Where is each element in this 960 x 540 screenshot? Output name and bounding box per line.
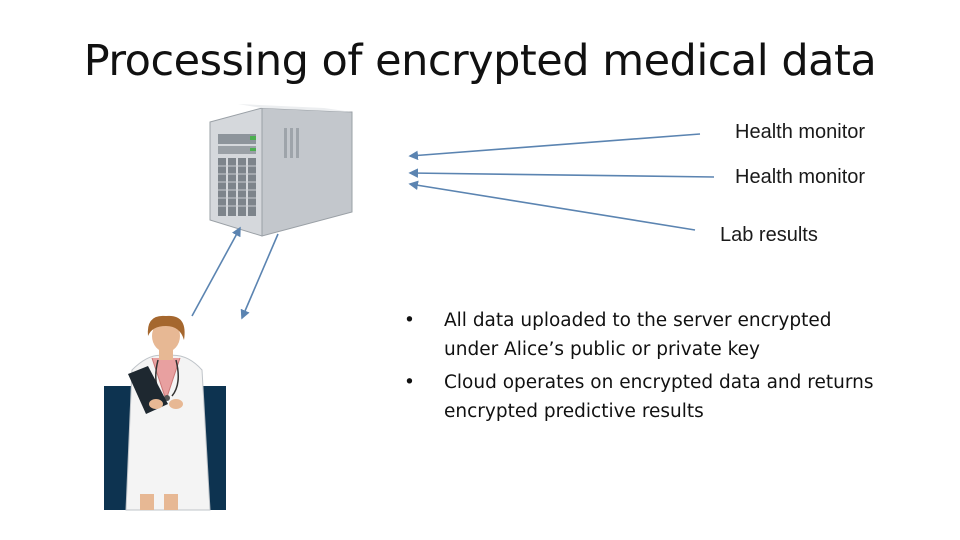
bullet-marker: • (404, 372, 415, 393)
slide-title: Processing of encrypted medical data (83, 36, 877, 86)
arrow-health-monitor-2 (408, 168, 715, 178)
doctor-icon (104, 315, 226, 511)
arrow-health-monitor-1 (408, 133, 701, 161)
arrow-doctor-to-server (191, 226, 241, 317)
bullet-list: • All data uploaded to the server encryp… (404, 306, 874, 430)
bullet-item: • All data uploaded to the server encryp… (404, 306, 874, 364)
data-arrows (408, 133, 715, 231)
source-label-health-monitor-1: Health monitor (735, 121, 866, 143)
bullet-text: All data uploaded to the server encrypte… (444, 310, 832, 360)
arrow-lab-results (408, 180, 696, 231)
server-icon (209, 104, 353, 237)
bullet-marker: • (404, 310, 415, 331)
bullet-text: Cloud operates on encrypted data and ret… (444, 372, 874, 422)
arrow-server-to-doctor (240, 233, 279, 320)
doctor-server-arrows (191, 226, 279, 320)
source-label-lab-results: Lab results (720, 224, 818, 246)
bullet-item: • Cloud operates on encrypted data and r… (404, 368, 874, 426)
source-label-health-monitor-2: Health monitor (735, 166, 866, 188)
